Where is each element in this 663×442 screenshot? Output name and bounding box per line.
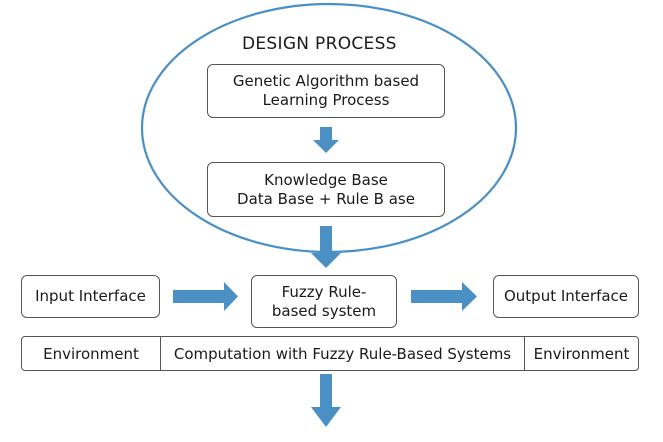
learning-line2: Learning Process bbox=[262, 91, 390, 109]
fuzzy-system-box: Fuzzy Rule- based system bbox=[251, 275, 397, 328]
knowledge-line2: Data Base + Rule B ase bbox=[237, 189, 415, 208]
knowledge-base-box: Knowledge Base Data Base + Rule B ase bbox=[207, 162, 445, 217]
fuzzy-line1: Fuzzy Rule- bbox=[281, 282, 367, 301]
learning-line1: Genetic Algorithm based bbox=[232, 72, 420, 90]
arrow-right-1 bbox=[173, 282, 238, 311]
input-interface-label: Input Interface bbox=[35, 287, 146, 305]
arrow-down-2 bbox=[311, 226, 341, 268]
output-interface-label: Output Interface bbox=[503, 287, 629, 305]
arrow-down-3 bbox=[311, 374, 341, 427]
input-interface-box: Input Interface bbox=[21, 275, 160, 318]
design-process-title: DESIGN PROCESS bbox=[242, 34, 397, 54]
environment-left: Environment bbox=[43, 344, 139, 363]
environment-bar: Environment Computation with Fuzzy Rule-… bbox=[21, 336, 639, 371]
output-interface-box: Output Interface bbox=[493, 275, 639, 318]
knowledge-line1: Knowledge Base bbox=[264, 170, 388, 189]
environment-right: Environment bbox=[524, 337, 638, 370]
computation-label: Computation with Fuzzy Rule-Based System… bbox=[160, 337, 524, 370]
fuzzy-line2: based system bbox=[271, 301, 377, 320]
arrow-down-1 bbox=[313, 127, 339, 153]
learning-process-box: Genetic Algorithm based Learning Process bbox=[207, 64, 445, 118]
arrow-right-2 bbox=[411, 282, 477, 311]
